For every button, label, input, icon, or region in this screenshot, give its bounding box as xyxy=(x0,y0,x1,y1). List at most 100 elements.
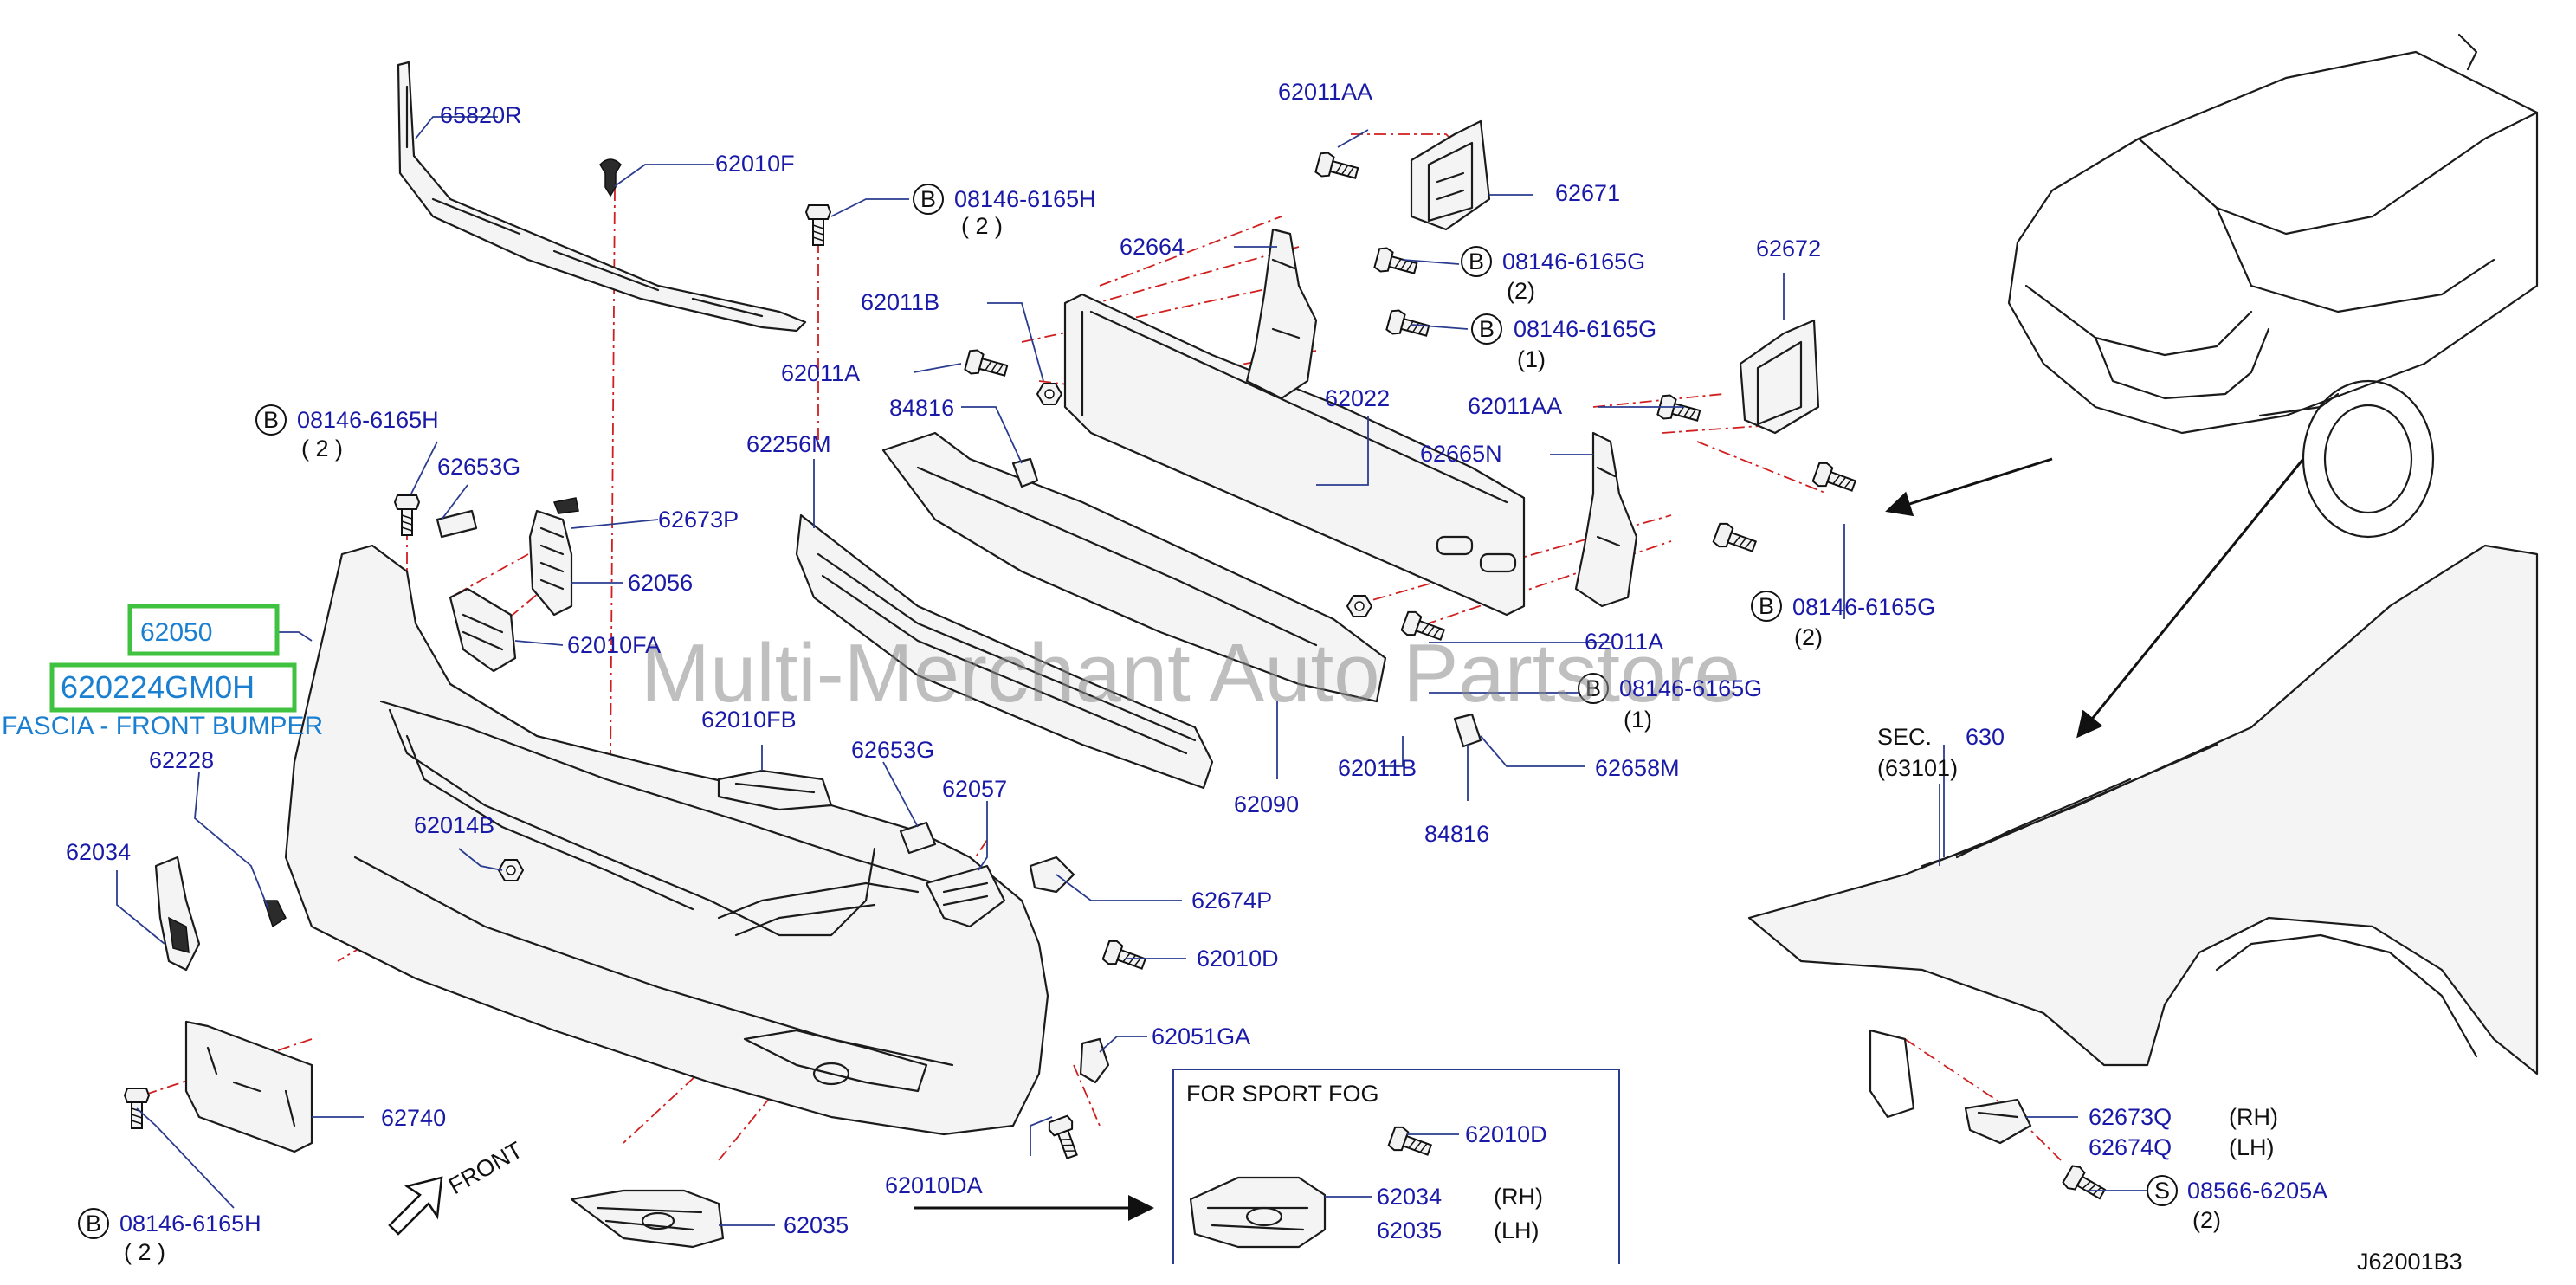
label-62090: 62090 xyxy=(1234,791,1299,817)
label-62011A: 62011A xyxy=(781,360,860,386)
label-08146-6165H: 08146-6165H xyxy=(297,407,439,433)
clip-icon xyxy=(599,158,622,197)
qty-label: (2) xyxy=(1794,624,1823,650)
circled-letter-badge: B xyxy=(920,186,936,212)
qty-label: ( 2 ) xyxy=(961,213,1003,239)
label-08146-6165H: 08146-6165H xyxy=(119,1211,261,1237)
label-08566-6205A: 08566-6205A xyxy=(2187,1178,2327,1204)
label-08146-6165G: 08146-6165G xyxy=(1502,249,1645,274)
bracket-62034 xyxy=(154,856,201,972)
vehicle-illustration xyxy=(2007,33,2539,539)
grille-62256M xyxy=(795,513,1214,790)
label-65820R: 65820R xyxy=(440,102,522,128)
part-62051GA xyxy=(1079,1037,1110,1084)
label-62672: 62672 xyxy=(1756,236,1821,262)
label-62010D: 62010D xyxy=(1197,946,1279,972)
label-62673P: 62673P xyxy=(658,507,739,533)
bumper-fascia-62050 xyxy=(284,544,1049,1136)
label-62665N: 62665N xyxy=(1420,441,1502,467)
label-62673Q: 62673Q xyxy=(2089,1104,2172,1130)
qty-label: (2) xyxy=(1507,278,1535,304)
label-62653G: 62653G xyxy=(437,454,520,480)
qty-label: ( 2 ) xyxy=(301,436,343,462)
section-number: 630 xyxy=(1966,724,2005,750)
circled-letter-badge: B xyxy=(1479,316,1495,342)
front-direction-arrow xyxy=(388,1176,443,1236)
bracket-62674P xyxy=(1029,856,1075,894)
bolt-icon xyxy=(805,204,831,246)
part-labels: 65820R 62010F 08146-6165H ( 2 ) 62011AA … xyxy=(66,79,2463,1275)
qty-label: ( 2 ) xyxy=(124,1239,165,1265)
label-84816: 84816 xyxy=(1424,821,1489,847)
label-08146-6165G: 08146-6165G xyxy=(1792,594,1935,620)
highlight-box-part-no[interactable] xyxy=(127,604,280,656)
circled-letter-badge: S xyxy=(2154,1178,2170,1204)
highlight-box-oem-no[interactable] xyxy=(49,662,297,713)
label-62653G: 62653G xyxy=(851,737,934,763)
label-62664: 62664 xyxy=(1120,234,1185,260)
bolt-icon xyxy=(1811,460,1859,499)
section-label: SEC. xyxy=(1877,724,1932,750)
label-62011AA: 62011AA xyxy=(1468,393,1562,419)
label-62011AA: 62011AA xyxy=(1278,79,1372,105)
crash-box-62671 xyxy=(1410,119,1491,231)
nut-icon xyxy=(1346,595,1372,617)
circled-letter-badge: B xyxy=(263,407,279,433)
label-84816: 84816 xyxy=(889,395,954,421)
label-62674Q: 62674Q xyxy=(2089,1134,2172,1160)
bracket-62673P xyxy=(528,497,579,617)
bracket-62673Q xyxy=(1964,1098,2032,1145)
bolt-icon xyxy=(1711,520,1759,559)
label-62014B: 62014B xyxy=(414,812,494,838)
absorber-62090 xyxy=(881,431,1387,703)
bolt-icon xyxy=(2061,1162,2109,1206)
fog-cover-62035 xyxy=(570,1189,725,1249)
upper-molding-65820R xyxy=(397,61,807,333)
bracket-62010FA xyxy=(449,587,517,673)
label-62010F: 62010F xyxy=(715,151,795,177)
bolt-icon xyxy=(1386,1124,1435,1163)
highlighted-part[interactable]: 62050 620224GM0H FASCIA - FRONT BUMPER xyxy=(2,604,323,740)
leader-lines xyxy=(116,116,2147,1226)
label-62056: 62056 xyxy=(628,570,693,596)
label-62035: 62035 xyxy=(784,1212,849,1238)
clip-62658M xyxy=(1453,713,1482,748)
label-62034: 62034 xyxy=(66,839,131,865)
qty-label: (2) xyxy=(2192,1207,2221,1233)
diagram-code: J62001B3 xyxy=(2357,1249,2463,1275)
circled-letter-badge: B xyxy=(1759,593,1774,619)
reinforcement-62022 xyxy=(1063,293,1526,617)
label-62057: 62057 xyxy=(942,776,1007,802)
bolt-icon xyxy=(394,494,420,536)
label-62658M: 62658M xyxy=(1595,755,1680,781)
license-bracket-62740 xyxy=(184,1020,313,1153)
nut-icon xyxy=(498,859,524,881)
nut-icon xyxy=(1036,383,1062,405)
crash-box-62672 xyxy=(1739,319,1820,435)
label-08146-6165G: 08146-6165G xyxy=(1619,675,1762,701)
bolt-icon xyxy=(1046,1114,1085,1162)
highlight-description: FASCIA - FRONT BUMPER xyxy=(2,712,323,740)
label-62010FB: 62010FB xyxy=(701,707,797,733)
circled-letter-badge: B xyxy=(86,1211,101,1237)
bracket-62665N xyxy=(1574,431,1638,608)
label-62011B: 62011B xyxy=(861,289,939,315)
front-fender xyxy=(1747,544,2539,1119)
direction-arrows xyxy=(914,457,2305,1221)
clip-84816 xyxy=(1011,457,1039,488)
side-label: (LH) xyxy=(1494,1217,1540,1243)
label-62034: 62034 xyxy=(1377,1184,1442,1210)
highlight-oem-no[interactable]: 620224GM0H xyxy=(61,669,255,705)
label-62010D: 62010D xyxy=(1465,1121,1547,1147)
bracket-62057 xyxy=(925,864,1006,928)
label-62256M: 62256M xyxy=(746,431,831,457)
label-62671: 62671 xyxy=(1555,180,1620,206)
label-62010FA: 62010FA xyxy=(567,632,661,658)
qty-label: (1) xyxy=(1624,707,1652,733)
side-label: (LH) xyxy=(2229,1134,2275,1160)
label-62011A: 62011A xyxy=(1585,629,1663,655)
label-62674P: 62674P xyxy=(1191,888,1272,914)
label-62011B: 62011B xyxy=(1338,755,1417,781)
highlight-part-no[interactable]: 62050 xyxy=(140,618,212,647)
